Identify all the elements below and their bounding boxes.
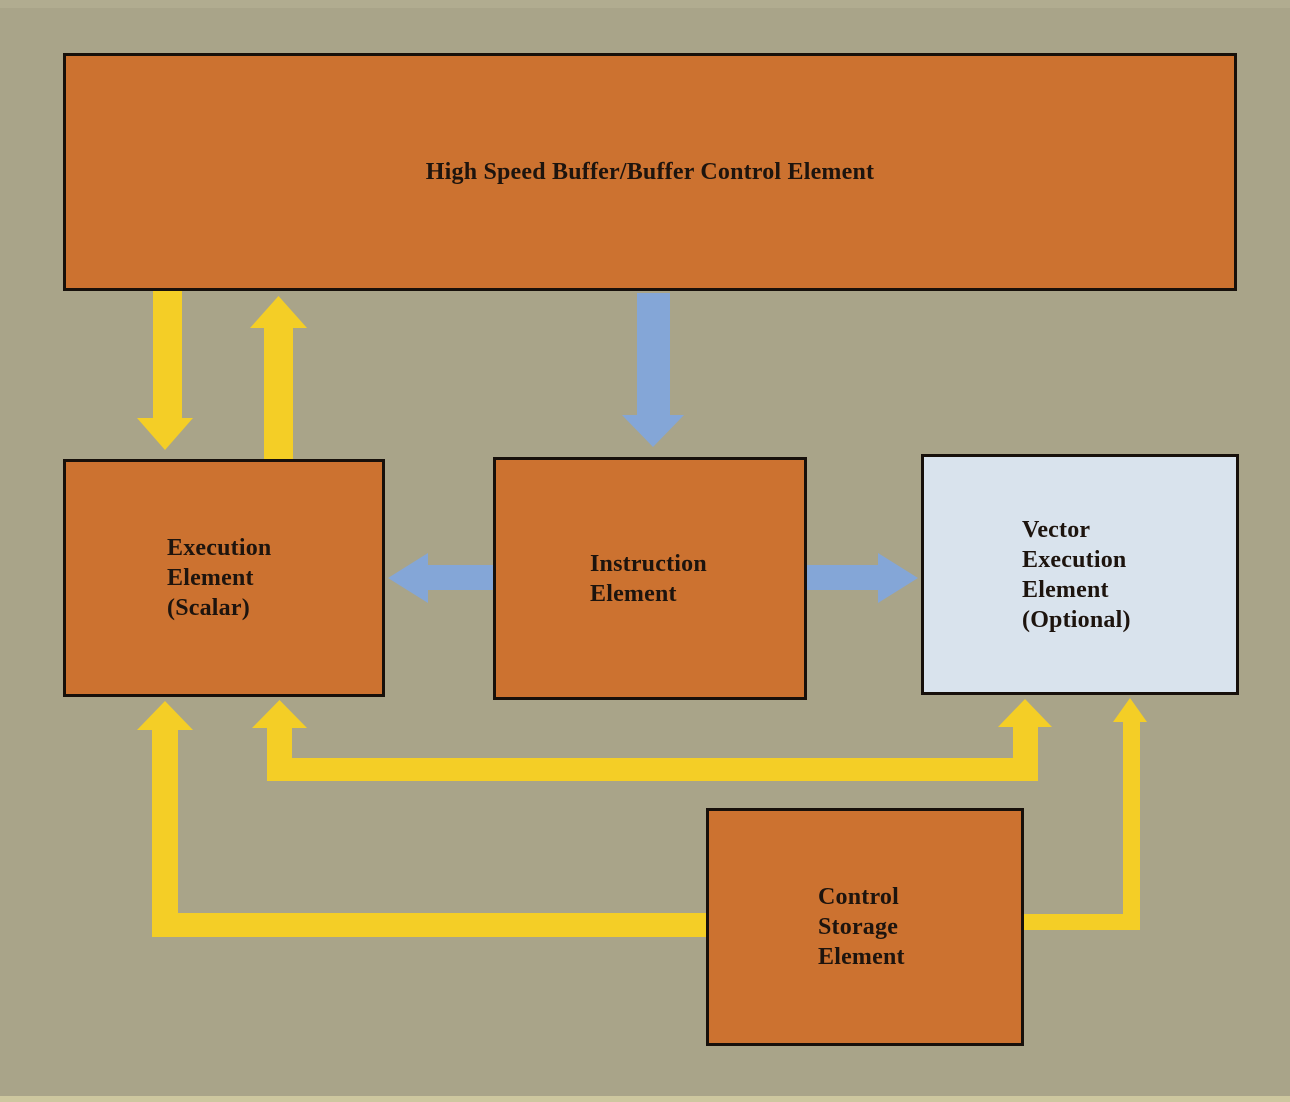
execution-element-label: Execution Element (Scalar)	[167, 533, 271, 623]
label-line: (Scalar)	[167, 595, 250, 621]
arrow-buffer-to-execution-shaft	[153, 291, 182, 419]
scan-edge-bottom	[0, 1096, 1290, 1102]
label-line: Storage	[818, 914, 899, 940]
label-line: Element	[590, 580, 677, 607]
instruction-element-label: Instruction Element	[590, 549, 707, 609]
bus-control-to-execution-horizontal	[152, 913, 709, 937]
bus-execution-vector-horizontal	[267, 758, 1038, 781]
box-execution-element-scalar: Execution Element (Scalar)	[63, 459, 385, 697]
arrow-buffer-to-instruction-head	[622, 415, 684, 447]
label-line: (Optional)	[1022, 606, 1131, 633]
arrow-execution-to-buffer-shaft	[264, 327, 293, 459]
arrow-control-to-execution-head	[137, 701, 193, 730]
bus-execution-vector-left-vertical	[267, 727, 292, 781]
arrow-buffer-to-instruction-shaft	[637, 293, 670, 416]
label-line: Execution	[167, 535, 272, 561]
arrow-instruction-to-execution-shaft	[427, 565, 493, 590]
arrow-instruction-to-execution-head	[388, 553, 428, 603]
box-control-storage-element: Control Storage Element	[706, 808, 1024, 1046]
label-line: Element	[1022, 576, 1109, 603]
label-line: Element	[167, 565, 254, 591]
arrow-bus-to-execution-head	[252, 700, 307, 728]
scan-edge-top	[0, 0, 1290, 8]
label-line: Control	[818, 884, 899, 910]
box-vector-execution-element: Vector Execution Element (Optional)	[921, 454, 1239, 695]
label-line: Element	[818, 944, 905, 970]
arrow-bus-to-vector-head	[998, 699, 1052, 727]
arrow-control-to-vector-head	[1113, 698, 1147, 722]
vector-execution-element-label: Vector Execution Element (Optional)	[1022, 515, 1131, 635]
bus-control-to-vector-vertical	[1123, 721, 1140, 930]
bus-execution-vector-right-vertical	[1013, 726, 1038, 781]
arrow-instruction-to-vector-shaft	[807, 565, 879, 590]
label-line: Vector	[1022, 516, 1091, 543]
label-line: Execution	[1022, 546, 1127, 573]
control-storage-element-label: Control Storage Element	[818, 882, 905, 972]
arrow-buffer-to-execution-head	[137, 418, 193, 450]
bus-control-to-execution-vertical	[152, 729, 178, 937]
box-high-speed-buffer: High Speed Buffer/Buffer Control Element	[63, 53, 1237, 291]
high-speed-buffer-label: High Speed Buffer/Buffer Control Element	[425, 159, 875, 185]
arrow-instruction-to-vector-head	[878, 553, 918, 603]
bus-control-to-vector-horizontal	[1020, 914, 1140, 930]
label-line: Instruction	[590, 550, 707, 577]
arrow-execution-to-buffer-head	[250, 296, 307, 328]
box-instruction-element: Instruction Element	[493, 457, 807, 700]
